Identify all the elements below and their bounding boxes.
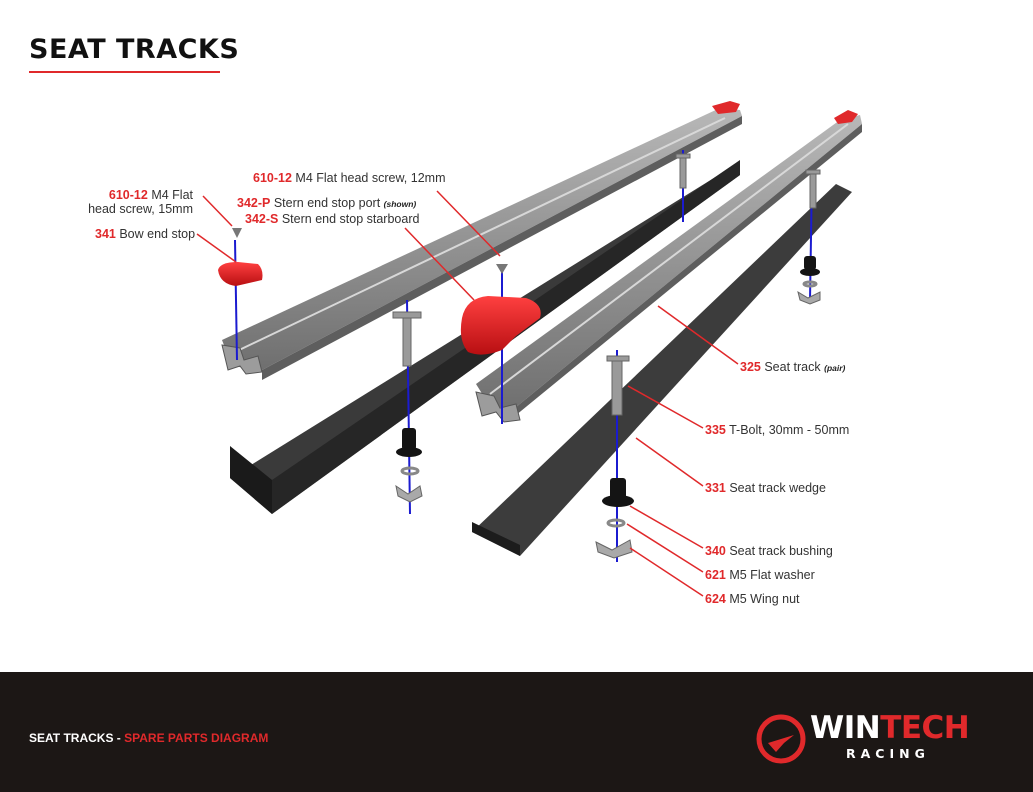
- flat-washers: [400, 280, 818, 528]
- bow-end-stop: [218, 228, 263, 286]
- callout-325: 325 Seat track (pair): [740, 360, 846, 374]
- footer-caption: SEAT TRACKS - SPARE PARTS DIAGRAM: [29, 731, 269, 745]
- logo-mark-icon: [756, 714, 806, 764]
- callout-610-12-bow: 610-12 M4 Flat head screw, 15mm: [88, 188, 193, 216]
- logo-subtitle: RACING: [846, 746, 930, 761]
- page-title: SEAT TRACKS: [29, 34, 240, 65]
- callout-340: 340 Seat track bushing: [705, 544, 833, 558]
- wintech-racing-logo: WINTECH RACING: [754, 710, 984, 766]
- callout-621: 621 M5 Flat washer: [705, 568, 815, 582]
- logo-wordmark: WINTECH: [810, 710, 970, 746]
- callout-341: 341 Bow end stop: [95, 227, 196, 241]
- callout-624: 624 M5 Wing nut: [705, 592, 800, 606]
- callout-335: 335 T-Bolt, 30mm - 50mm: [705, 423, 850, 437]
- seat-track-bushings: [396, 256, 820, 507]
- leader-lines: [196, 190, 739, 597]
- seat-track-right: [475, 110, 862, 423]
- footer: SEAT TRACKS - SPARE PARTS DIAGRAM WINTEC…: [0, 672, 1033, 792]
- seat-track-wedge-right: [472, 184, 852, 556]
- wing-nuts: [395, 290, 821, 559]
- seat-track-diagram: [196, 101, 862, 597]
- t-bolts: [392, 153, 821, 416]
- title-underline: [29, 71, 220, 73]
- stern-end-stop: [460, 264, 541, 355]
- callout-331: 331 Seat track wedge: [705, 481, 826, 495]
- callout-342-p: 342-P Stern end stop port (shown): [237, 196, 417, 210]
- callout-342-s: 342-S Stern end stop starboard: [245, 212, 420, 226]
- seat-track-left: [221, 101, 742, 380]
- callout-610-12-stern: 610-12 M4 Flat head screw, 12mm: [253, 171, 446, 185]
